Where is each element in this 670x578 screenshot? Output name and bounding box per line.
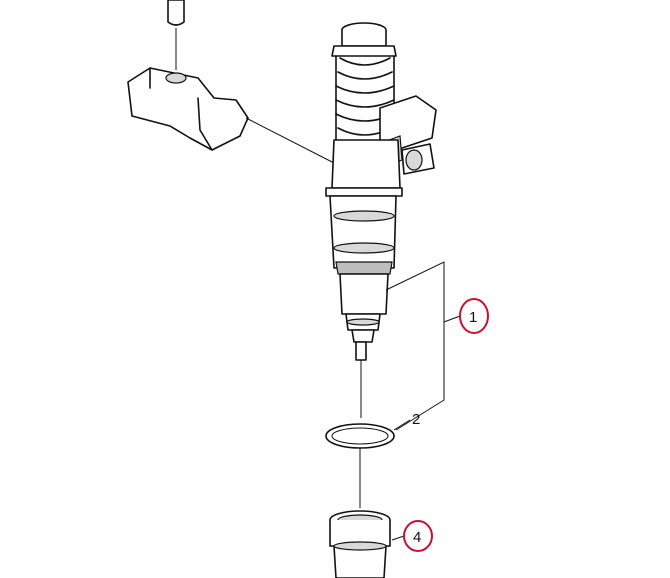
injector — [325, 22, 437, 418]
callout-4-highlight — [403, 520, 433, 552]
bolt — [167, 0, 185, 70]
callout-2: 2 — [412, 411, 420, 428]
clamp-bracket — [127, 67, 337, 165]
o-ring — [325, 423, 395, 508]
callout-4: 4 — [403, 520, 433, 552]
callout-1-label: 1 — [469, 309, 477, 326]
callout-4-label: 4 — [413, 529, 421, 546]
callout-2-label: 2 — [412, 411, 420, 428]
callout-1-highlight — [459, 298, 489, 334]
injector-sleeve — [329, 510, 391, 578]
callout-1: 1 — [459, 298, 489, 334]
leader-lines — [385, 261, 461, 541]
